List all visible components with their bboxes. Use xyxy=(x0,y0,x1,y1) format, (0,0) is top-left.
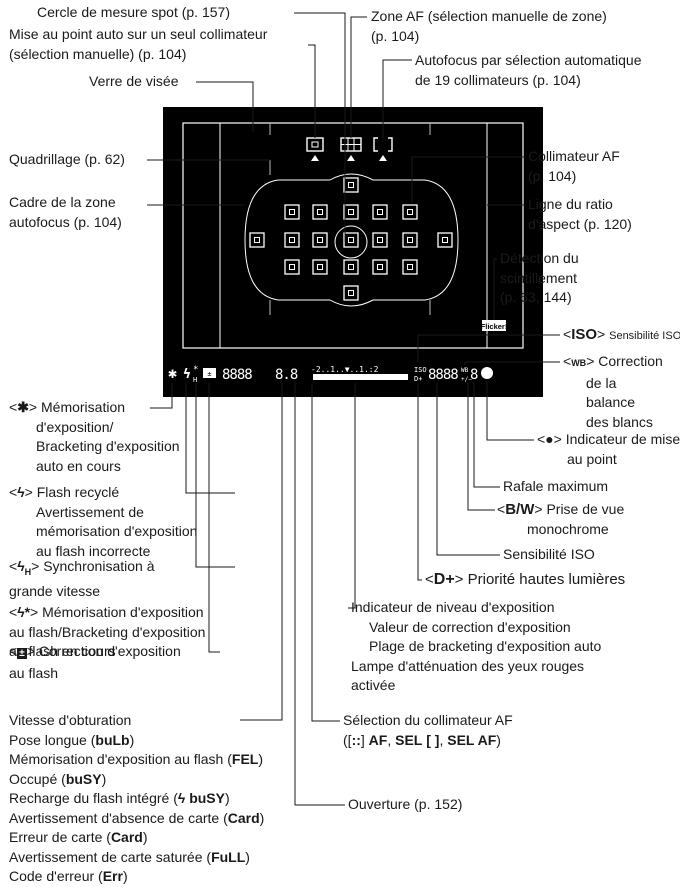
label-aperture: Ouverture (p. 152) xyxy=(348,796,463,812)
label-spot-circle: Cercle de mesure spot (p. 157) xyxy=(37,4,230,20)
af-mode-indicator-1 xyxy=(311,155,319,161)
label-highlight-tone: <D+> Priorité hautes lumières xyxy=(425,571,626,588)
af-point-6 xyxy=(402,204,418,220)
svg-text:H: H xyxy=(193,376,197,384)
af-point-10 xyxy=(343,232,359,248)
af-point-4 xyxy=(343,204,359,220)
label-wb-correction: <WB> Correction de la balance des blancs xyxy=(563,353,663,430)
af-points xyxy=(249,177,453,301)
af-point-16 xyxy=(343,259,359,275)
af-point-14 xyxy=(284,259,300,275)
max-burst-digit: 8 xyxy=(470,367,478,383)
label-af-area-frame: Cadre de la zone autofocus (p. 104) xyxy=(9,194,122,230)
hss-symbol: * xyxy=(193,365,198,375)
af-point-19 xyxy=(343,285,359,301)
label-af-point-selection: Sélection du collimateur AF ([::] AF, SE… xyxy=(343,712,513,748)
label-ae-lock: <✱> Mémorisation d'exposition/ Bracketin… xyxy=(9,399,180,474)
label-exposure-level: Indicateur de niveau d'exposition Valeur… xyxy=(351,599,602,693)
label-flicker: Détection du scintillement (p. 63, 144) xyxy=(500,250,579,305)
af-point-13 xyxy=(437,232,453,248)
label-auto-select-af: Autofocus par sélection automatique de 1… xyxy=(415,52,642,88)
af-point-15 xyxy=(312,259,328,275)
af-point-7 xyxy=(249,232,265,248)
shutter-speed-digits: 8888 xyxy=(222,367,252,383)
af-area-frame xyxy=(244,173,459,307)
svg-text:+/−: +/− xyxy=(461,376,472,383)
label-iso-speed: Sensibilité ISO xyxy=(503,546,595,562)
dplus-lcd-symbol: D+ xyxy=(414,375,422,383)
aperture-digits: 8.8 xyxy=(275,367,298,383)
label-bw: <B/W> Prise de vue monochrome xyxy=(497,501,625,537)
iso-lcd-symbol: ISO xyxy=(414,366,427,374)
af-point-2 xyxy=(284,204,300,220)
ae-lock-symbol: ✱ xyxy=(168,364,177,382)
label-hss: <ϟH> Synchronisation à grande vitesse xyxy=(9,558,155,600)
exposure-level-bars xyxy=(313,374,408,380)
leader-lines xyxy=(147,12,560,806)
label-focusing-screen: Verre de visée xyxy=(89,73,179,89)
af-mode-indicator-2 xyxy=(347,155,355,161)
label-grid: Quadrillage (p. 62) xyxy=(9,151,125,167)
lcd-info-row: ✱ ϟ * H ± 8888 8.8 -2..1..▼..1.:2 ISO D+… xyxy=(168,364,493,384)
label-af-point: Collimateur AF (p. 104) xyxy=(528,148,620,184)
focus-confirmation-dot xyxy=(481,367,493,379)
label-zone-af: Zone AF (sélection manuelle de zone) (p.… xyxy=(371,8,607,44)
svg-text:±: ± xyxy=(207,370,211,378)
exposure-scale: -2..1..▼..1.:2 xyxy=(311,365,379,374)
af-point-11 xyxy=(372,232,388,248)
label-flash-ready: <ϟ> Flash recyclé Avertissement de mémor… xyxy=(9,484,198,559)
flicker-badge: Flicker! xyxy=(481,322,508,331)
flash-symbol: ϟ xyxy=(183,367,191,382)
af-point-3 xyxy=(312,204,328,220)
af-point-18 xyxy=(402,259,418,275)
auto-select-af-icon xyxy=(373,137,393,152)
wb-comp-symbol: WB xyxy=(461,367,469,374)
af-point-17 xyxy=(372,259,388,275)
af-point-1 xyxy=(343,177,359,193)
label-focus-confirmation: <●> Indicateur de mise au point xyxy=(537,431,680,467)
label-iso-indicator: <ISO> Sensibilité ISO xyxy=(563,326,680,343)
label-max-burst: Rafale maximum xyxy=(503,478,609,494)
af-mode-indicator-3 xyxy=(379,155,387,161)
spot-metering-circle xyxy=(334,225,368,259)
af-point-5 xyxy=(372,204,388,220)
viewfinder-frame xyxy=(163,107,543,397)
iso-digits: 8888 xyxy=(428,367,458,383)
label-aspect-ratio-line: Ligne du ratio d'aspect (p. 120) xyxy=(528,196,632,232)
af-point-9 xyxy=(312,232,328,248)
af-point-12 xyxy=(402,232,418,248)
viewfinder-inner-frame xyxy=(182,122,524,349)
label-shutter-list: Vitesse d'obturation Pose longue (buLb) … xyxy=(9,712,265,884)
flash-comp-symbol xyxy=(203,368,216,378)
af-point-8 xyxy=(284,232,300,248)
label-flash-comp: <±> Correction d'exposition au flash xyxy=(9,643,181,681)
flicker-badge-bg xyxy=(482,320,506,331)
label-single-point-af: Mise au point auto sur un seul collimate… xyxy=(9,26,268,62)
label-fel: <ϟ*> Mémorisation d'exposition au flash/… xyxy=(9,604,206,659)
